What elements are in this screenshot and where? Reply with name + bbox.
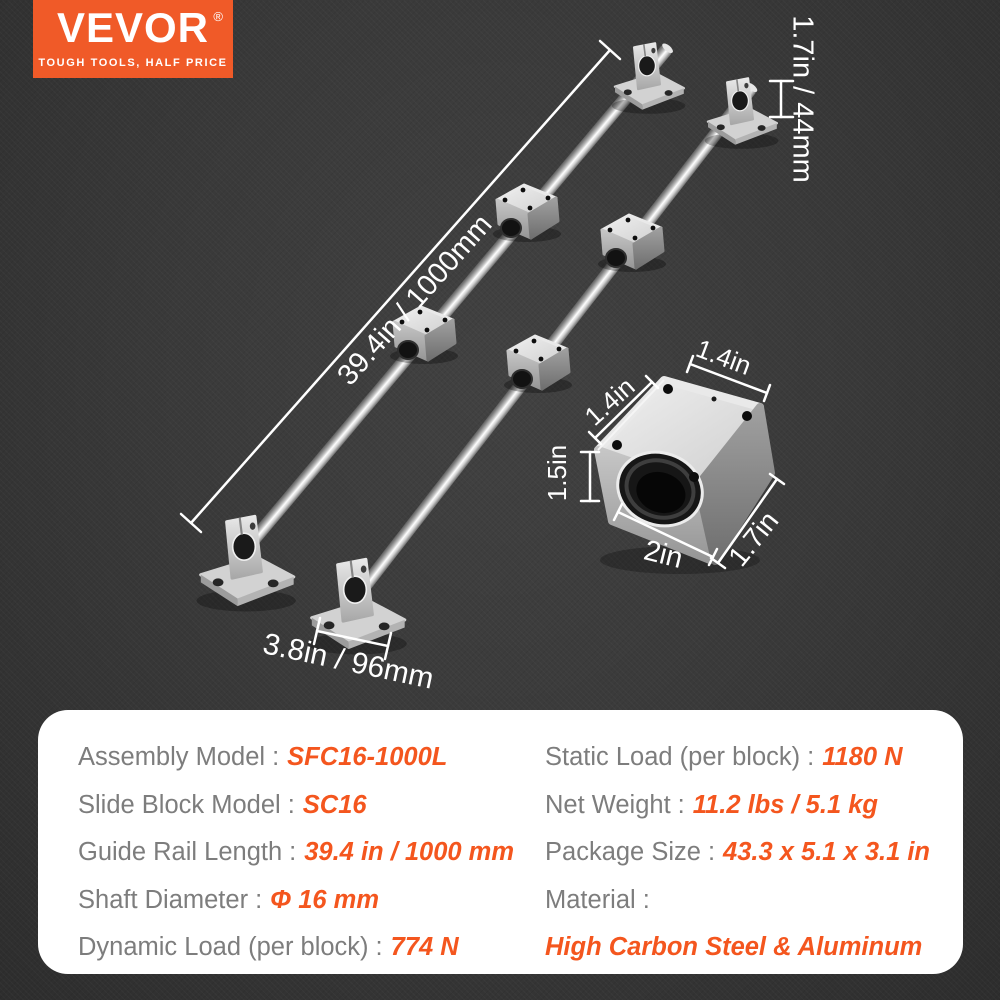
spec-row-material-label: Material: <box>545 877 950 925</box>
specs-column-right: Static Load (per block):1180 N Net Weigh… <box>545 734 950 972</box>
slide-block-closeup <box>594 376 775 574</box>
spec-separator: : <box>677 790 685 819</box>
spec-label: Assembly Model <box>78 743 266 772</box>
spec-label: Net Weight <box>545 790 671 819</box>
spec-label: Guide Rail Length <box>78 838 283 867</box>
guide-rail-rear <box>305 77 780 657</box>
spec-value: 39.4 in / 1000 mm <box>304 838 515 867</box>
spec-separator: : <box>375 933 383 962</box>
spec-row-assembly-model: Assembly Model:SFC16-1000L <box>78 734 538 782</box>
spec-panel: Assembly Model:SFC16-1000L Slide Block M… <box>38 710 963 974</box>
slide-block-rear-1 <box>596 213 668 274</box>
specs-column-left: Assembly Model:SFC16-1000L Slide Block M… <box>78 734 538 972</box>
spec-row-material-value: High Carbon Steel & Aluminum <box>545 924 950 972</box>
guide-rail-front <box>194 42 687 614</box>
spec-value: 11.2 lbs / 5.1 kg <box>692 790 878 819</box>
spec-separator: : <box>807 743 815 772</box>
spec-row-guide-rail-length: Guide Rail Length:39.4 in / 1000 mm <box>78 829 538 877</box>
spec-value: SC16 <box>302 790 367 819</box>
spec-separator: : <box>255 885 263 914</box>
spec-value: 1180 N <box>822 743 903 772</box>
shaft-support-rear-top <box>703 77 780 151</box>
brand-name: VEVOR <box>56 4 210 51</box>
spec-row-slide-block-model: Slide Block Model:SC16 <box>78 782 538 830</box>
dimension-block-top-depth: 1.4in <box>692 333 755 381</box>
spec-row-net-weight: Net Weight:11.2 lbs / 5.1 kg <box>545 782 950 830</box>
registered-trademark-symbol: ® <box>213 9 223 24</box>
dimension-support-height: 1.7in / 44mm <box>786 15 818 183</box>
spec-row-package-size: Package Size:43.3 x 5.1 x 3.1 in <box>545 829 950 877</box>
spec-value: High Carbon Steel & Aluminum <box>545 933 923 962</box>
spec-value: 43.3 x 5.1 x 3.1 in <box>723 838 931 867</box>
spec-separator: : <box>707 838 716 867</box>
spec-separator: : <box>287 790 295 819</box>
spec-row-shaft-diameter: Shaft Diameter:Φ 16 mm <box>78 877 538 925</box>
spec-label: Slide Block Model <box>78 790 281 819</box>
spec-label: Shaft Diameter <box>78 885 249 914</box>
slide-block-rear-2 <box>502 334 574 395</box>
spec-row-static-load: Static Load (per block):1180 N <box>545 734 950 782</box>
vevor-logo: VEVOR ® TOUGH TOOLS, HALF PRICE <box>33 0 233 78</box>
shaft-support-front-top <box>610 42 687 116</box>
spec-separator: : <box>272 743 280 772</box>
dimension-lines <box>179 39 795 661</box>
spec-separator: : <box>289 838 297 867</box>
spec-separator: : <box>642 885 650 914</box>
shaft-support-front-bottom <box>194 514 298 614</box>
spec-label: Static Load (per block) <box>545 743 801 772</box>
dimension-block-height: 1.5in <box>542 445 572 501</box>
spec-value: 774 N <box>390 933 459 962</box>
spec-value: Φ 16 mm <box>270 885 380 914</box>
spec-label: Material <box>545 885 636 914</box>
spec-label: Package Size <box>545 838 701 867</box>
spec-value: SFC16-1000L <box>287 743 448 772</box>
spec-label: Dynamic Load (per block) <box>78 933 369 962</box>
brand-tagline: TOUGH TOOLS, HALF PRICE <box>38 57 228 69</box>
dimension-rail-length: 39.4in / 1000mm <box>331 209 498 392</box>
spec-row-dynamic-load: Dynamic Load (per block):774 N <box>78 924 538 972</box>
